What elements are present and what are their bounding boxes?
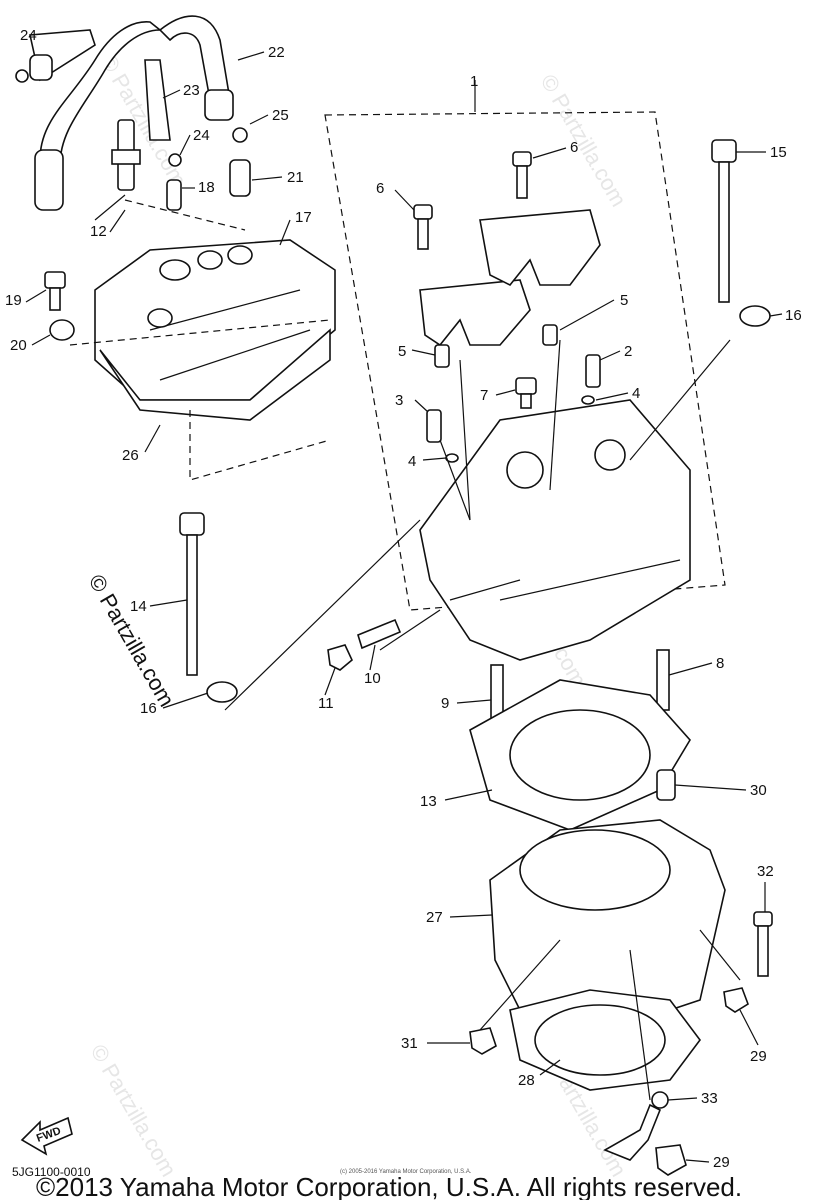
callout-5: 5: [620, 292, 628, 309]
bolt-6b: [512, 151, 532, 199]
callout-10: 10: [364, 670, 381, 687]
callout-5: 5: [398, 343, 406, 360]
callout-28: 28: [518, 1072, 535, 1089]
callout-16: 16: [785, 307, 802, 324]
callout-21: 21: [287, 169, 304, 186]
washer-16b: [739, 305, 771, 327]
callout-18: 18: [198, 179, 215, 196]
clip-25: [232, 127, 248, 143]
callout-labels: 1 2 3 4 4 5 5 6 6 7 8 9 10 11 12 13 14 1…: [5, 27, 802, 1171]
callout-24: 24: [20, 27, 37, 44]
callout-4: 4: [632, 385, 640, 402]
callout-2: 2: [624, 343, 632, 360]
clip-24b: [168, 153, 182, 167]
cylinder-head-gasket-13: [469, 679, 691, 831]
hose-end: [34, 149, 64, 211]
callout-16: 16: [140, 700, 157, 717]
breather-hose-group: [29, 15, 234, 211]
dowel-5a: [434, 344, 450, 368]
hose-end: [204, 89, 234, 121]
callout-7: 7: [480, 387, 488, 404]
callout-14: 14: [130, 598, 147, 615]
callout-9: 9: [441, 695, 449, 712]
fwd-arrow-icon: FWD: [20, 1116, 73, 1156]
nut-11: [327, 644, 353, 671]
callout-4: 4: [408, 453, 416, 470]
stud-bolt-8: [656, 649, 670, 711]
nut-29b: [655, 1144, 687, 1176]
plug-21: [229, 159, 251, 197]
callout-6: 6: [570, 139, 578, 156]
callout-13: 13: [420, 793, 437, 810]
callout-26: 26: [122, 447, 139, 464]
callout-8: 8: [716, 655, 724, 672]
circlip-4a: [581, 395, 595, 405]
callout-17: 17: [295, 209, 312, 226]
stud-bolt-9: [490, 664, 504, 721]
fine-print: (c) 2005-2016 Yamaha Motor Corporation, …: [340, 1169, 472, 1175]
callout-3: 3: [395, 392, 403, 409]
figure-code: 5JG1100-0010: [12, 1165, 91, 1179]
partzilla-watermark: © Partzilla.com: [84, 570, 180, 711]
cylinder-head-cover-17: [94, 239, 336, 401]
callout-33: 33: [701, 1090, 718, 1107]
washer-16a: [206, 681, 238, 703]
cylinder-gasket-28: [509, 989, 701, 1091]
callout-30: 30: [750, 782, 767, 799]
bolt-14: [179, 512, 205, 676]
callout-11: 11: [318, 695, 334, 712]
dowel-30: [656, 769, 676, 801]
camshaft-cap-group: [419, 209, 601, 347]
callout-29: 29: [713, 1154, 730, 1171]
valve-guide-3: [426, 409, 442, 443]
callout-20: 20: [10, 337, 27, 354]
callout-23: 23: [183, 82, 200, 99]
watermark-text: © Partzilla.com: [96, 50, 192, 191]
callout-6: 6: [376, 180, 384, 197]
callout-32: 32: [757, 863, 774, 880]
callout-31: 31: [401, 1035, 418, 1052]
callout-24: 24: [193, 127, 210, 144]
callout-1: 1: [470, 73, 478, 90]
clip-24a: [15, 69, 29, 83]
callout-27: 27: [426, 909, 443, 926]
leader-lines: [69, 194, 741, 1101]
bolt-15: [711, 139, 737, 303]
plug-18: [166, 179, 182, 211]
callout-25: 25: [272, 107, 289, 124]
watermark-text: © Partzilla.com: [86, 1040, 182, 1181]
callout-12: 12: [90, 223, 107, 240]
callout-29: 29: [750, 1048, 767, 1065]
bolt-32: [753, 911, 773, 977]
bracket-33: [603, 1103, 662, 1161]
callout-leaders: [25, 51, 783, 1163]
nut-31: [469, 1027, 497, 1055]
bolt-7: [515, 377, 537, 409]
cylinder-head-assembly-outline: [324, 80, 726, 611]
gasket-26: [99, 328, 331, 421]
hose-end: [29, 54, 53, 81]
callout-15: 15: [770, 144, 787, 161]
callout-22: 22: [268, 44, 285, 61]
bolt-19: [44, 271, 66, 311]
spark-plug-12: [111, 119, 141, 191]
watermark-text: © Partzilla.com: [536, 70, 632, 211]
stud-bolt-10: [357, 618, 402, 650]
bolt-6a: [413, 204, 433, 250]
hose-loop: [144, 59, 171, 141]
washer-20: [49, 319, 75, 341]
nut-29a: [723, 987, 749, 1013]
copyright-notice: ©2013 Yamaha Motor Corporation, U.S.A. A…: [36, 1172, 742, 1200]
dowel-5b: [542, 324, 558, 346]
cylinder-head: [419, 399, 691, 661]
bracket-hole: [651, 1091, 669, 1109]
valve-guide-2: [585, 354, 601, 388]
callout-19: 19: [5, 292, 22, 309]
